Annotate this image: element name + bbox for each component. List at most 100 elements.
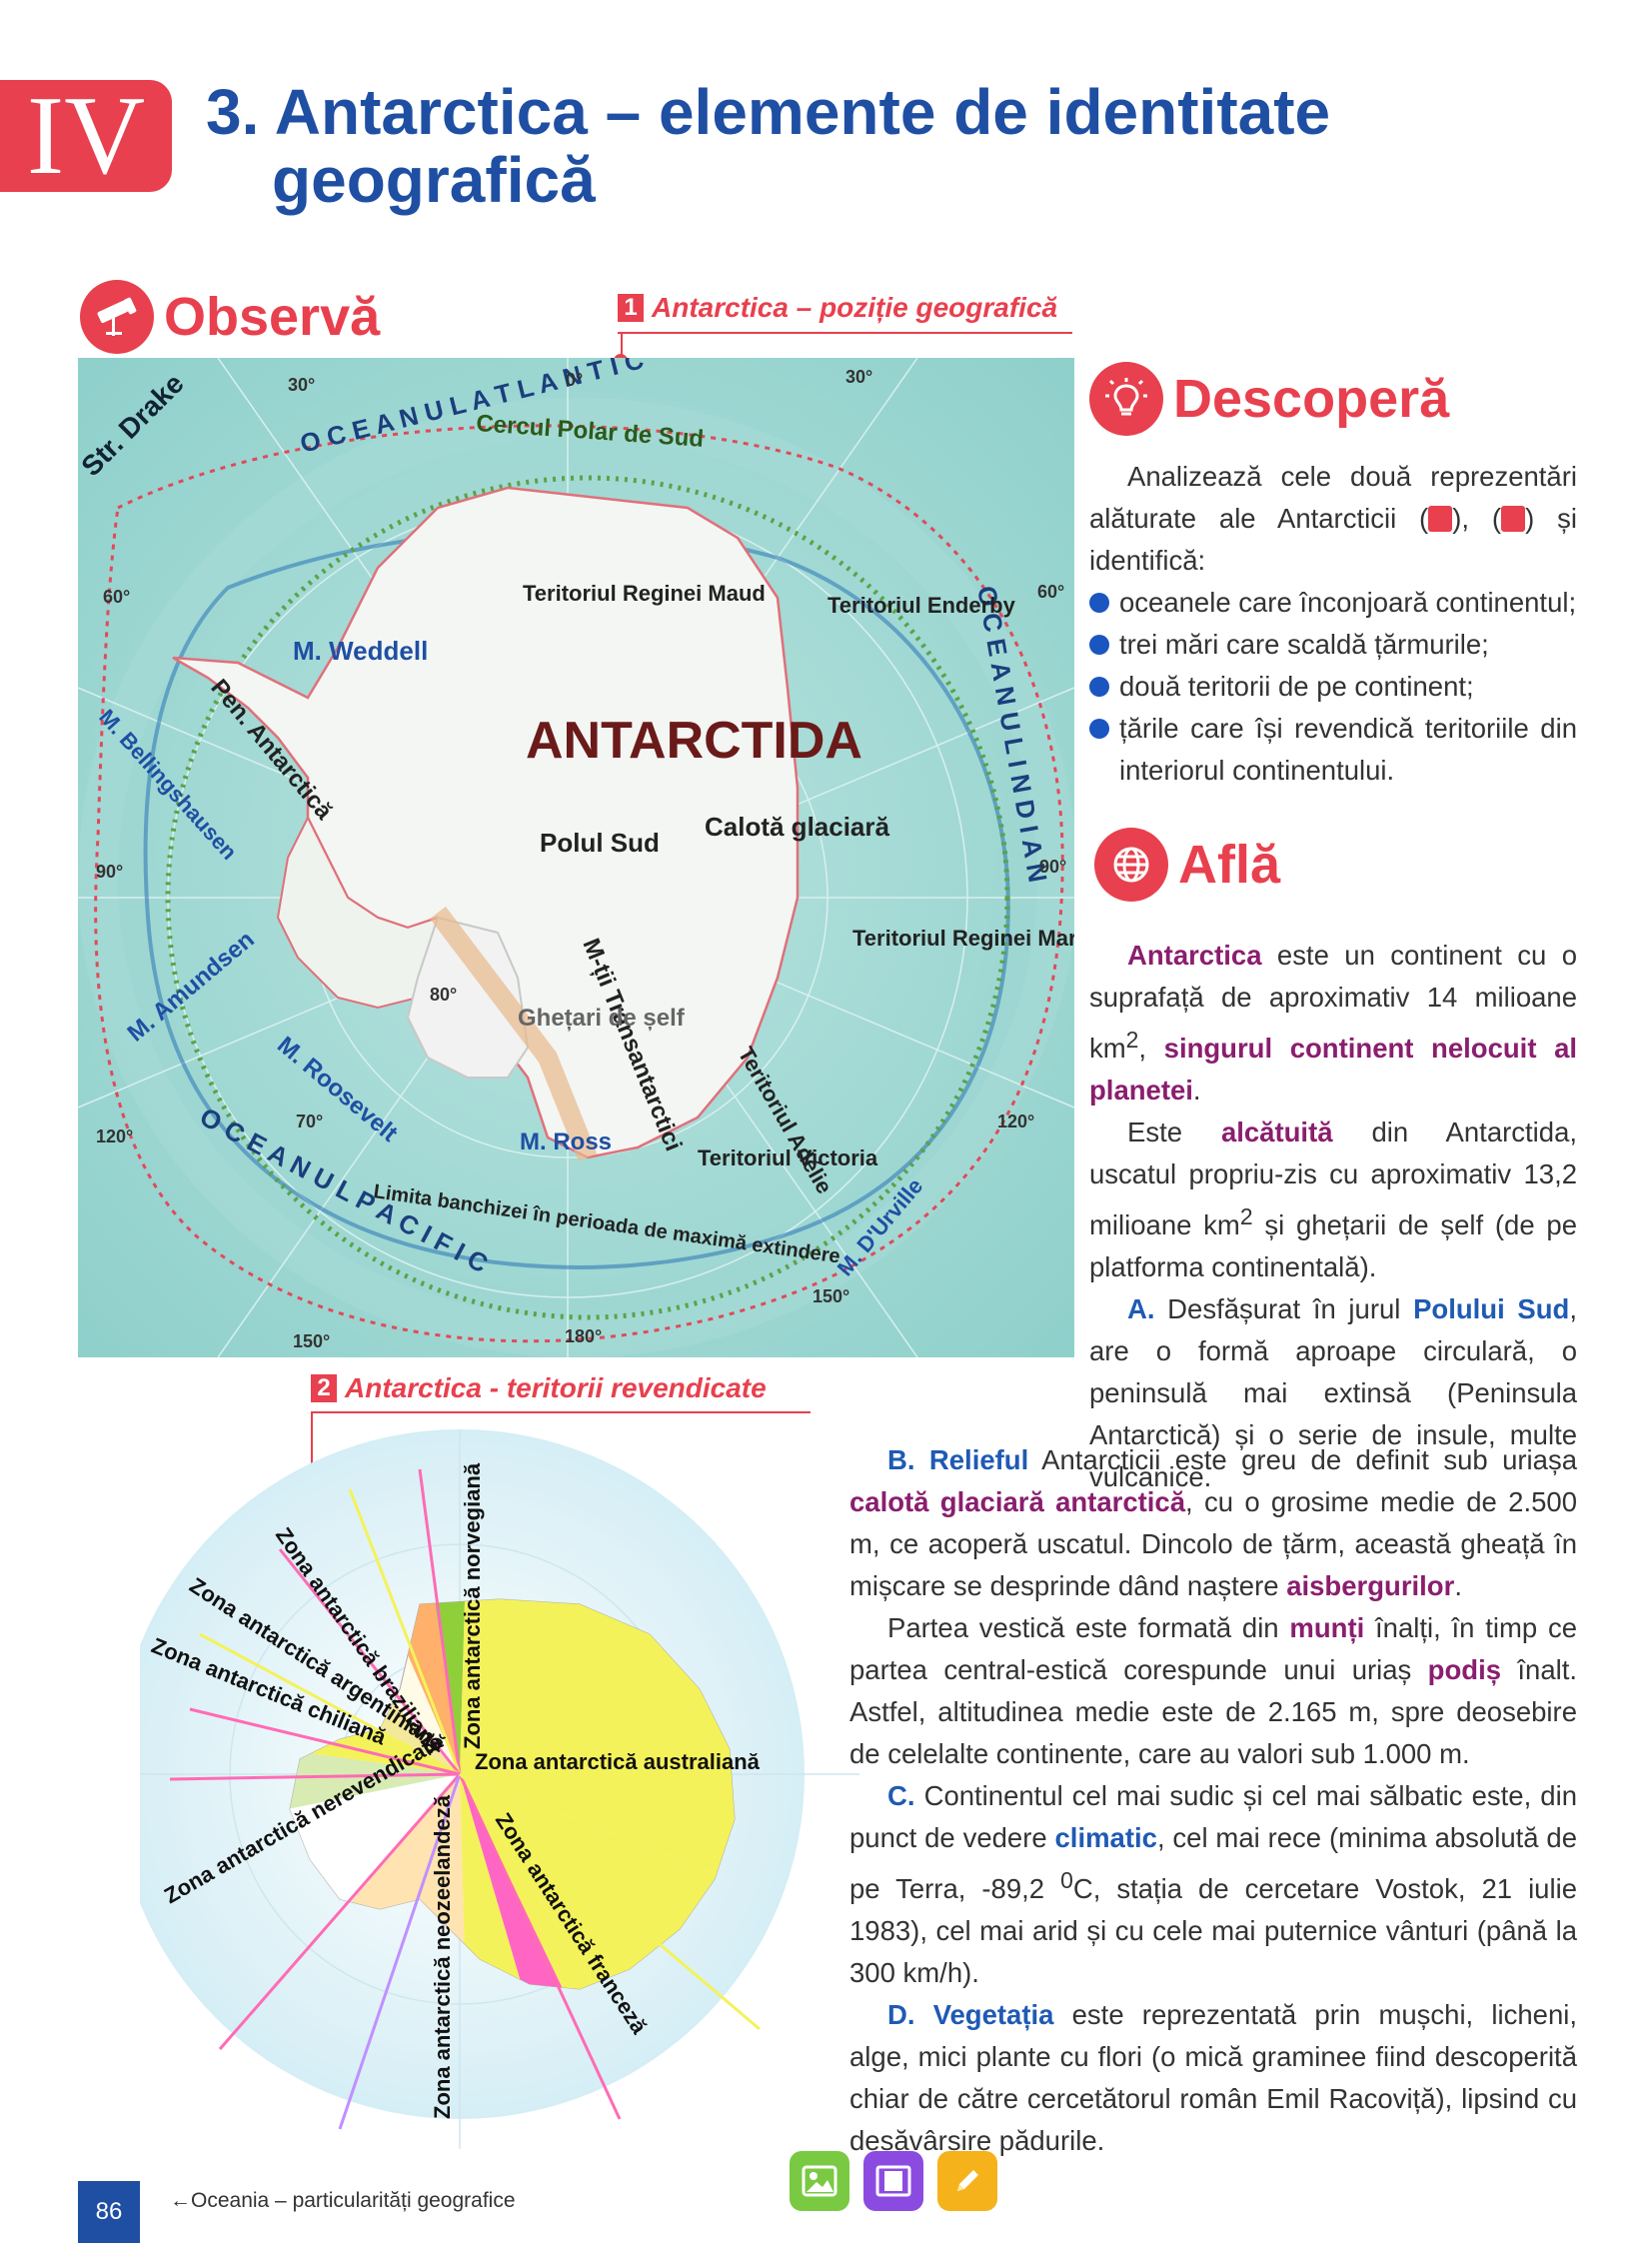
descopera-intro-b: ), ( [1452, 503, 1502, 534]
video-icon [875, 2165, 911, 2197]
label-queen-mary: Teritoriul Reginei Mary [852, 926, 1074, 951]
label-deg-30-left: 30° [288, 375, 315, 395]
polar-circle [165, 475, 1010, 1320]
transantarctic-ridge [430, 906, 598, 1161]
keyword: podiș [1427, 1654, 1502, 1685]
label-zone-norway: Zona antarctică norvegiană [460, 1462, 485, 1749]
footer-link[interactable]: ←Oceania – particularități geografice [170, 2189, 516, 2213]
superscript: 2 [1125, 1027, 1139, 1053]
figure2-caption-text: Antarctica - teritorii revendicate [345, 1372, 767, 1403]
afla-body: Antarctica este un continent cu o supraf… [1089, 935, 1577, 1498]
label-zone-new-zealand: Zona antarctică neozeelandeză [430, 1794, 455, 2119]
footer-chapter-title: Oceania – particularități geografice [191, 2189, 516, 2212]
paragraph-relief: B. Relieful Antarcticii este greu de def… [849, 1439, 1577, 1607]
section-letter: A. [1127, 1293, 1155, 1325]
label-zone-australia: Zona antarctică australiană [475, 1749, 761, 1774]
label-deg-150-right: 150° [813, 1286, 849, 1306]
descopera-body: Analizează cele două reprezentări alătur… [1089, 456, 1577, 792]
figure2-caption-line [311, 1411, 811, 1413]
keyword: munți [1289, 1612, 1365, 1643]
label-deg-70: 70° [296, 1112, 323, 1131]
list-item: două teritorii de pe continent; [1089, 666, 1577, 708]
section-observa-title: Observă [164, 287, 381, 347]
globe-icon [1094, 828, 1168, 902]
image-button[interactable] [790, 2151, 849, 2211]
descopera-list: oceanele care înconjoară continentul; tr… [1089, 582, 1577, 792]
label-deg-90-right: 90° [1039, 857, 1066, 877]
text: C, stația de cercetare Vostok, 21 iulie … [849, 1873, 1577, 1989]
afla-paragraph-3: A. Desfășurat în jurul Polului Sud, are … [1089, 1288, 1577, 1498]
keyword: climatic [1054, 1822, 1157, 1853]
section-observa: Observă [80, 280, 380, 354]
label-deg-60-right: 60° [1037, 582, 1064, 602]
figure2-caption-stem [311, 1411, 313, 1471]
text: Continentul cel mai sudic și cel mai săl… [849, 1780, 1577, 1853]
section-afla: Află [1094, 828, 1280, 902]
keyword: aisbergurilor [1286, 1570, 1455, 1601]
text: , are o formă aproape circulară, o penin… [1089, 1293, 1577, 1493]
lightbulb-icon [1089, 362, 1163, 436]
section-letter: B. Relieful [887, 1444, 1029, 1475]
label-deg-90-left: 90° [96, 862, 123, 882]
telescope-icon [80, 280, 154, 354]
label-antarctida: ANTARCTIDA [526, 712, 862, 770]
keyword: singurul continent nelocuit al planetei [1089, 1033, 1577, 1107]
label-ice-shelf: Ghețari de șelf [518, 1005, 686, 1032]
label-enderby: Teritoriul Enderby [827, 593, 1016, 618]
keyword: Polului Sud [1413, 1293, 1570, 1325]
descopera-intro-a: Analizează cele două reprezentări alătur… [1089, 461, 1577, 534]
text: Desfășurat în jurul [1154, 1293, 1414, 1325]
label-deg-180: 180° [565, 1326, 602, 1346]
afla-paragraph-1: Antarctica este un continent cu o supraf… [1089, 935, 1577, 1112]
afla-paragraph-2: Este alcătuită din Antarctida, uscatul p… [1089, 1112, 1577, 1288]
ref-figure-2: 2 [1501, 506, 1551, 532]
label-queen-maud: Teritoriul Reginei Maud [523, 581, 766, 606]
text: și ghețarii de șelf (de pe platforma con… [1089, 1209, 1577, 1283]
descopera-intro-c: ) și identifică: [1089, 503, 1577, 576]
label-deg-80: 80° [430, 985, 457, 1005]
text: din Antarctida, uscatul propriu-zis cu a… [1089, 1117, 1578, 1241]
ref-figure-1: 1 [1428, 506, 1478, 532]
figure1-number: 1 [618, 294, 644, 322]
label-deg-60-left: 60° [103, 587, 130, 607]
section-descopera: Descoperă [1089, 362, 1449, 436]
section-letter: D. Vegetația [887, 1999, 1054, 2031]
label-ross: M. Ross [520, 1128, 612, 1155]
label-pole: Polul Sud [540, 828, 660, 858]
figure1-caption-line [618, 332, 1072, 334]
list-item: oceanele care înconjoară continentul; [1089, 582, 1577, 624]
keyword: alcătuită [1220, 1117, 1333, 1148]
title-line-1: 3. Antarctica – elemente de identitate [206, 76, 1331, 148]
label-deg-0: 0° [566, 370, 583, 390]
text: înalți, în timp ce partea central-estică… [849, 1612, 1577, 1685]
text: Partea vestică este formată din [887, 1612, 1290, 1643]
label-deg-120-right: 120° [997, 1112, 1034, 1131]
video-button[interactable] [863, 2151, 923, 2211]
text: , cel mai rece (minima absolută de pe Te… [849, 1822, 1577, 1905]
edit-button[interactable] [937, 2151, 997, 2211]
bottom-body: B. Relieful Antarcticii este greu de def… [849, 1439, 1577, 2162]
page-number: 86 [78, 2181, 140, 2243]
superscript: 2 [1239, 1203, 1253, 1230]
zone-chile [290, 1729, 460, 1839]
zone-australia [460, 1599, 735, 1929]
text: Este [1127, 1117, 1221, 1148]
continental-shelf-edge [143, 527, 1010, 1269]
figure1-caption-stem [621, 332, 623, 362]
section-afla-title: Află [1178, 835, 1281, 895]
ross-ice-shelf [406, 916, 530, 1079]
figure2-caption: 2 Antarctica - teritorii revendicate [311, 1372, 767, 1404]
text: este un continent cu o suprafață de apro… [1089, 940, 1577, 1065]
image-icon [802, 2165, 837, 2197]
label-deg-30-right: 30° [845, 367, 872, 387]
text: este reprezentată prin mușchi, licheni, … [849, 1999, 1577, 2157]
arrow-left-icon: ← [170, 2189, 191, 2212]
chapter-badge: IV [0, 80, 172, 192]
figure2-number: 2 [311, 1374, 337, 1402]
paragraph-relief-2: Partea vestică este formată din munți în… [849, 1607, 1577, 1775]
text: . [1454, 1570, 1462, 1601]
label-deg-150-left: 150° [293, 1331, 330, 1351]
claim-rays [169, 1468, 761, 2130]
title-line-2: geografică [272, 144, 596, 216]
section-letter: C. [887, 1780, 915, 1811]
